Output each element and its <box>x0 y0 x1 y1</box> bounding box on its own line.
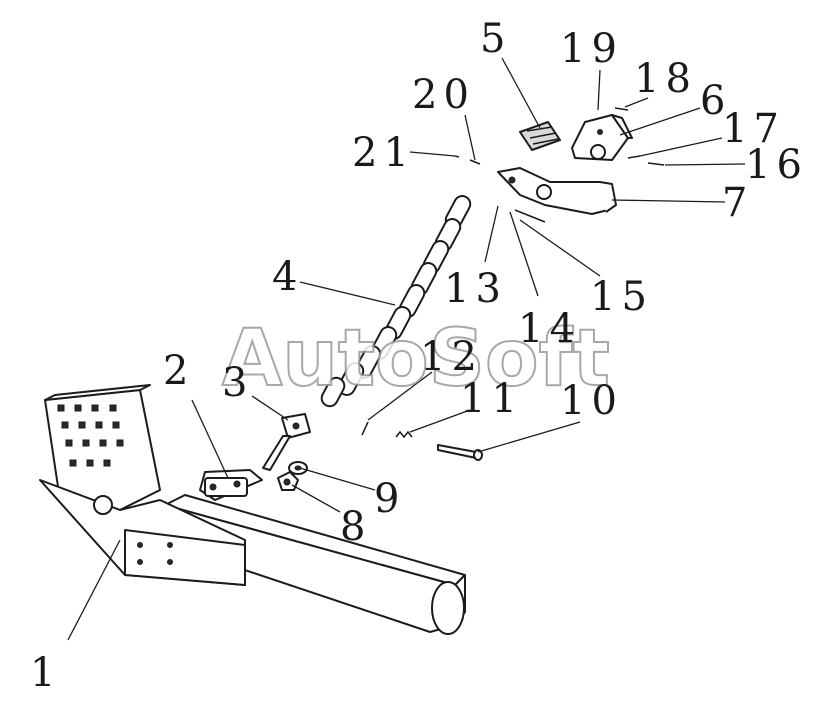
callout-13: 13 <box>444 266 507 312</box>
callout-2: 2 <box>163 348 194 394</box>
callout-6: 6 <box>700 78 731 124</box>
callout-12: 12 <box>420 334 483 380</box>
callout-20: 20 <box>412 72 475 118</box>
part-10-pin <box>437 444 483 461</box>
part-9-washer <box>288 461 308 475</box>
part-17-pin <box>627 155 641 159</box>
part-2-hinge-bracket <box>199 469 263 501</box>
part-16-bolt <box>647 162 665 166</box>
part-5-pad <box>519 121 561 151</box>
part-7-hook-lever <box>497 167 617 215</box>
part-15-rod <box>514 209 546 223</box>
callout-numbers: 1 2 3 4 5 6 7 8 9 10 11 12 13 14 15 16 1… <box>30 16 808 696</box>
leader-lines <box>67 57 746 641</box>
part-6-latch-housing <box>571 114 633 161</box>
part-11-spring-clip <box>395 430 413 439</box>
part-4-chain <box>320 195 472 408</box>
callout-9: 9 <box>374 476 405 522</box>
callout-17: 17 <box>722 106 785 152</box>
callout-1: 1 <box>30 650 61 696</box>
plate-holes <box>57 404 124 467</box>
callout-7: 7 <box>722 180 753 226</box>
callout-15: 15 <box>590 274 653 320</box>
callout-10: 10 <box>560 378 623 424</box>
small-fasteners <box>454 107 665 223</box>
callout-5: 5 <box>480 16 511 62</box>
callout-11: 11 <box>460 376 523 422</box>
callout-4: 4 <box>272 254 303 300</box>
callout-8: 8 <box>340 504 371 550</box>
callout-16: 16 <box>745 142 808 188</box>
callout-14: 14 <box>518 306 581 352</box>
part-20-pin <box>469 159 481 165</box>
part-21-rivet <box>454 155 460 158</box>
part-18-screw <box>614 107 629 111</box>
part-3-bolt-plate <box>262 413 311 471</box>
callout-3: 3 <box>222 360 253 406</box>
callout-19: 19 <box>560 26 623 72</box>
part-1-frame-bracket <box>39 384 466 635</box>
callout-21: 21 <box>352 130 415 176</box>
callout-18: 18 <box>634 56 697 102</box>
part-12-cotter <box>361 421 369 436</box>
watermark-text: AutoSoft <box>222 314 610 404</box>
